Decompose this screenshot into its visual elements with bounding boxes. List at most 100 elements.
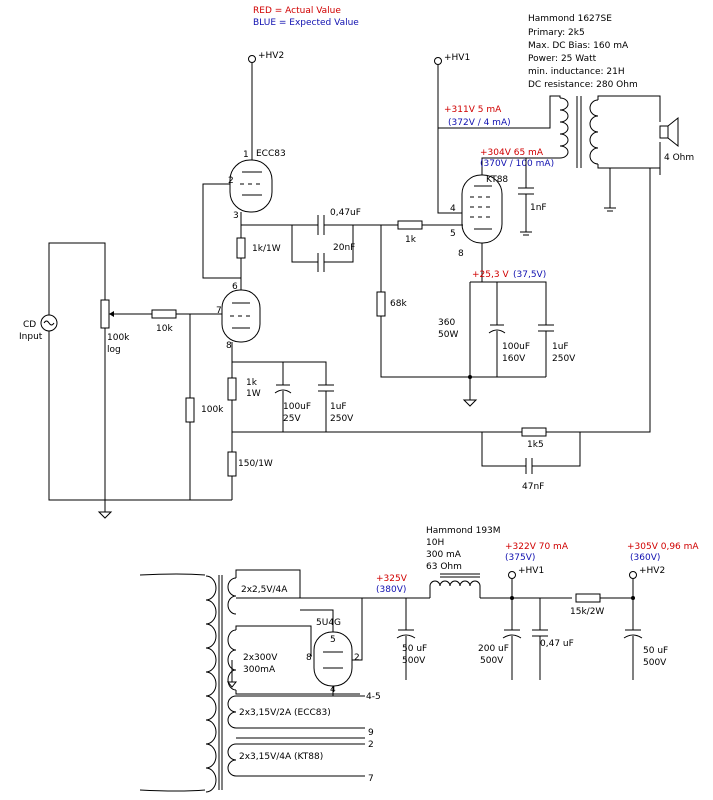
- svg-text:8: 8: [306, 653, 312, 663]
- svg-text:10k: 10k: [156, 324, 173, 334]
- screen-expected: (370V / 100 mA): [480, 159, 554, 169]
- hv1-terminal-top: +HV1: [434, 53, 470, 120]
- svg-text:360: 360: [438, 318, 455, 328]
- winding-2b: 300mA: [243, 665, 276, 675]
- svg-text:log: log: [107, 345, 121, 355]
- svg-text:1k: 1k: [405, 235, 417, 245]
- svg-text:0,47uF: 0,47uF: [330, 208, 361, 218]
- svg-text:Hammond 193M: Hammond 193M: [426, 526, 501, 536]
- svg-text:8: 8: [226, 341, 232, 351]
- speaker-icon: 4 Ohm: [659, 116, 694, 163]
- winding-3: 2x3,15V/2A (ECC83): [239, 708, 331, 718]
- resistor-15k-2w: 15k/2W: [570, 593, 604, 617]
- svg-text:1W: 1W: [246, 389, 261, 399]
- power-transformer: 2x2,5V/4A 2x300V 300mA 2x3,15V/2A (ECC83…: [139, 573, 331, 793]
- svg-text:50 uF: 50 uF: [643, 646, 668, 656]
- resistor-68k: 68k: [376, 291, 407, 317]
- svg-text:+HV2: +HV2: [639, 566, 665, 576]
- capacitor-1uf-cathode: 1uF 250V: [538, 324, 576, 364]
- anode-actual: +311V 5 mA: [444, 105, 502, 115]
- capacitor-50uf-500v-b: 50 uF 500V: [623, 629, 668, 668]
- svg-text:100k: 100k: [107, 333, 130, 343]
- hv1-terminal-psu: +HV1: [508, 566, 544, 579]
- svg-text:500V: 500V: [643, 658, 667, 668]
- ot-line-5: min. inductance: 21H: [528, 67, 625, 77]
- cathode-actual: +25,3 V: [472, 270, 509, 280]
- capacitor-100uf-25v: 100uF 25V: [274, 384, 311, 424]
- screen-actual: +304V 65 mA: [480, 148, 544, 158]
- resistor-150-1w: 150/1W: [227, 451, 273, 477]
- svg-text:50 uF: 50 uF: [402, 644, 427, 654]
- svg-text:0,47 uF: 0,47 uF: [540, 639, 574, 649]
- output-transformer: [559, 95, 661, 212]
- resistor-1k-grid: 1k: [397, 220, 423, 245]
- svg-text:7: 7: [216, 306, 222, 316]
- svg-text:10H: 10H: [426, 538, 444, 548]
- svg-text:300 mA: 300 mA: [426, 550, 462, 560]
- capacitor-20nf: 20nF: [317, 243, 355, 272]
- svg-text:100uF: 100uF: [283, 402, 311, 412]
- winding-4: 2x3,15V/4A (KT88): [239, 752, 323, 762]
- capacitor-1nf: 1nF: [518, 187, 547, 213]
- svg-text:1nF: 1nF: [530, 203, 547, 213]
- resistor-100k: 100k: [185, 397, 224, 423]
- cd-input-source: CD Input: [19, 314, 58, 342]
- svg-text:100uF: 100uF: [502, 342, 530, 352]
- capacitor-0-47uf-psu: 0,47 uF: [532, 629, 574, 649]
- v-hv1-expected: (375V): [505, 553, 535, 563]
- capacitor-200uf: 200 uF 500V: [478, 629, 522, 666]
- resistor-1k5-feedback: 1k5: [521, 427, 547, 450]
- svg-text:Input: Input: [19, 332, 43, 342]
- hv2-terminal-psu: +HV2: [629, 566, 665, 579]
- svg-text:8: 8: [458, 249, 464, 259]
- legend-blue: BLUE = Expected Value: [253, 18, 359, 28]
- svg-text:1uF: 1uF: [552, 342, 569, 352]
- capacitor-50uf-500v-a: 50 uF 500V: [396, 629, 427, 666]
- svg-text:4: 4: [450, 204, 456, 214]
- svg-text:CD: CD: [23, 320, 36, 330]
- svg-text:68k: 68k: [390, 299, 407, 309]
- svg-text:5: 5: [330, 635, 336, 645]
- svg-text:6: 6: [232, 282, 238, 292]
- winding-1: 2x2,5V/4A: [241, 585, 288, 595]
- v-rect-expected: (380V): [376, 585, 406, 595]
- capacitor-47nf: 47nF: [522, 458, 544, 492]
- ot-line-1: Hammond 1627SE: [528, 14, 612, 24]
- svg-text:+HV1: +HV1: [444, 53, 470, 63]
- cathode-expected: (37,5V): [513, 270, 546, 280]
- svg-text:1uF: 1uF: [330, 402, 347, 412]
- resistor-1k-1w-cathode: 1k 1W: [227, 377, 261, 401]
- svg-text:500V: 500V: [480, 656, 504, 666]
- output-transformer-info: Hammond 1627SE Primary: 2k5 Max. DC Bias…: [528, 14, 638, 90]
- svg-text:5U4G: 5U4G: [316, 618, 341, 628]
- ot-line-2: Primary: 2k5: [528, 28, 585, 38]
- winding-2: 2x300V: [243, 653, 278, 663]
- svg-text:4 Ohm: 4 Ohm: [664, 153, 694, 163]
- v-hv1-actual: +322V 70 mA: [505, 542, 569, 552]
- svg-text:+HV1: +HV1: [518, 566, 544, 576]
- ecc83-triode-lower: 6 7 8: [216, 282, 261, 351]
- svg-text:3: 3: [233, 211, 239, 221]
- v-rect-actual: +325V: [376, 574, 408, 584]
- svg-text:200 uF: 200 uF: [478, 644, 509, 654]
- svg-text:47nF: 47nF: [522, 482, 544, 492]
- svg-text:15k/2W: 15k/2W: [570, 607, 604, 617]
- svg-text:1: 1: [243, 150, 249, 160]
- ecc83-label: ECC83: [256, 149, 286, 159]
- svg-text:63 Ohm: 63 Ohm: [426, 562, 462, 572]
- resistor-1k-1w: 1k/1W: [236, 237, 281, 259]
- v-hv2-actual: +305V 0,96 mA: [627, 542, 699, 552]
- resistor-10k: 10k: [151, 309, 177, 334]
- svg-text:250V: 250V: [552, 354, 576, 364]
- svg-text:500V: 500V: [402, 656, 426, 666]
- kt88-label: KT88: [486, 175, 508, 185]
- svg-text:+HV2: +HV2: [258, 51, 284, 61]
- ot-line-3: Max. DC Bias: 160 mA: [528, 41, 629, 51]
- svg-text:250V: 250V: [330, 414, 354, 424]
- capacitor-100uf-cathode: 100uF 160V: [488, 324, 530, 364]
- svg-text:1k/1W: 1k/1W: [252, 244, 281, 254]
- svg-text:2: 2: [368, 740, 374, 750]
- anode-expected: (372V / 4 mA): [448, 118, 511, 128]
- svg-text:7: 7: [368, 774, 374, 784]
- svg-text:1k: 1k: [246, 378, 258, 388]
